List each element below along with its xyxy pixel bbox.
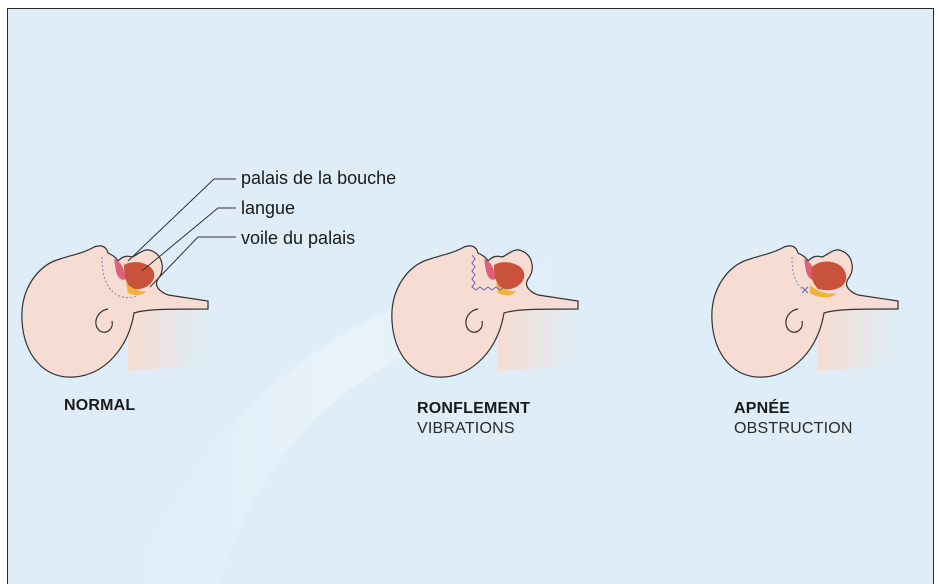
label-tongue: langue [241,198,295,218]
caption-snoring-subtitle: VIBRATIONS [417,419,515,439]
caption-apnea-title: APNÉE [734,399,790,419]
diagram-frame: palais de la bouche langue voile du pala… [7,8,934,584]
caption-snoring-title: RONFLEMENT [417,399,530,419]
label-soft-palate: voile du palais [241,228,355,248]
face-profile-normal-icon [22,246,208,377]
face-profile-snoring-icon [392,246,578,377]
caption-normal-title: NORMAL [64,396,135,416]
caption-apnea-subtitle: OBSTRUCTION [734,419,853,439]
face-profile-apnea-icon [712,246,898,377]
label-palate: palais de la bouche [241,168,396,188]
